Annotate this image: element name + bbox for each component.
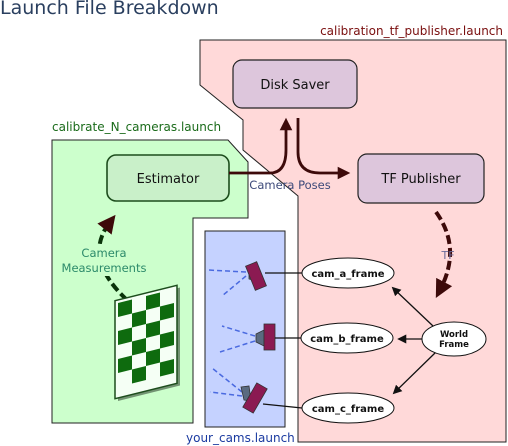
calibrate-n-cameras-region xyxy=(51,139,249,424)
tf-label: TF xyxy=(440,249,454,262)
camera-a-icon xyxy=(207,261,267,297)
cam-a-frame-label: cam_a_frame xyxy=(311,269,384,280)
camera-measurements-label-line2: Measurements xyxy=(62,261,147,275)
cam-b-frame-node xyxy=(300,322,394,354)
tf-arrow xyxy=(434,210,453,298)
camera-measurements-label-bg xyxy=(55,244,153,276)
calibrate-n-cameras-label: calibrate_N_cameras.launch xyxy=(52,120,221,134)
camera-b-icon xyxy=(219,323,276,353)
diagram-title: Launch File Breakdown xyxy=(0,0,219,19)
disk-saver-label: Disk Saver xyxy=(260,78,330,93)
tf-publisher-node xyxy=(357,153,485,204)
tf-publisher-label: TF Publisher xyxy=(380,172,461,187)
disk-saver-node xyxy=(232,59,358,109)
camera-frame-connectors xyxy=(262,272,303,409)
cam-c-frame-node xyxy=(301,392,395,424)
your-cams-label: your_cams.launch xyxy=(186,431,295,445)
estimator-node xyxy=(106,154,230,202)
camera-poses-label: Camera Poses xyxy=(249,178,330,192)
world-to-cam-arrows xyxy=(391,286,436,395)
camera-measurements-label-line1: Camera xyxy=(81,246,126,260)
cam-b-frame-label: cam_b_frame xyxy=(310,334,384,345)
world-frame-label-line1: World xyxy=(440,330,468,340)
cam-a-frame-node xyxy=(301,257,395,289)
cam-c-frame-label: cam_c_frame xyxy=(312,404,384,415)
camera-measurements-arrow xyxy=(97,214,129,302)
checkerboard-icon xyxy=(114,284,180,401)
camera-c-icon xyxy=(209,367,268,414)
estimator-label: Estimator xyxy=(137,172,200,187)
camera-poses-arrows xyxy=(229,117,351,180)
calibration-tf-publisher-label: calibration_tf_publisher.launch xyxy=(320,24,503,38)
world-frame-label-line2: Frame xyxy=(439,340,469,350)
